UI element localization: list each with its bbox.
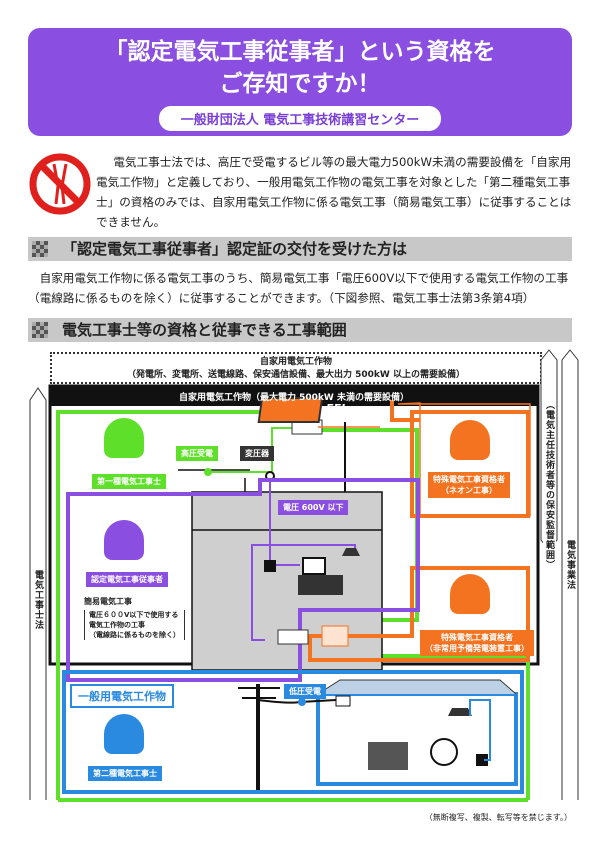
low-voltage-label: 低圧受電 [284,684,326,699]
worker-certified-icon [104,520,144,560]
worker-neon-icon [450,420,490,460]
section1-text: 自家用電気工作物に係る電気工事のうち、簡易電気工事「電圧600V以下で使用する電… [28,271,569,305]
eei-sign: EEI [326,402,346,415]
prohibited-tool-icon [29,153,91,215]
section-heading-2: 電気工事士等の資格と従事できる工事範囲 [28,318,572,342]
inner-title: 自家用電気工作物（最大電力 500kW 未満の需要設備） [179,393,409,403]
worker-generator-icon [450,574,490,614]
worker-first-class-icon [104,418,144,458]
neon-2: （ネオン工事） [441,486,497,495]
simple-work-title: 簡易電気工事 [84,597,132,606]
law-right-label: 電気事業法 [564,540,577,590]
high-voltage-label: 高圧受電 [176,446,218,461]
section-heading-1: 「認定電気工事従事者」認定証の交付を受けた方は [28,237,572,261]
title-line-1: 「認定電気工事従事者」という資格を [104,39,496,65]
certified-label: 認定電気工事従事者 [86,572,168,587]
transformer-label: 変圧器 [240,446,274,461]
special-neon-label: 特殊電気工事資格者 （ネオン工事） [428,472,510,498]
title-line-2: ご存知ですか！ [219,71,381,97]
second-class-label: 第二種電気工事士 [88,766,162,781]
outer-subtitle: （発電所、変電所、送電線路、保安通信設備、最大出力 500kW 以上の需要設備） [127,370,465,380]
gen-2: （非常用予備発電装置工事） [425,644,529,653]
section-heading-2-text: 電気工事士等の資格と従事できる工事範囲 [62,321,347,339]
first-class-label: 第一種電気工事士 [92,474,166,489]
outer-title: 自家用電気工作物 [259,357,332,367]
footer-note: （無断複写、複製、転写等を禁じます。） [424,813,572,822]
section-heading-1-text: 「認定電気工事従事者」認定証の交付を受けた方は [62,240,408,258]
simple-desc-1: 電圧６００V以下で使用する [89,611,179,619]
low-600v-label: 電圧 600V 以下 [278,500,349,515]
header-banner: 「認定電気工事従事者」という資格を ご存知ですか！ 一般財団法人 電気工事技術講… [28,28,572,136]
simple-desc-2: 電気工作物の工事 [89,621,145,629]
simple-work-desc: 電圧６００V以下で使用する 電気工作物の工事 （電線路に係るものを除く） [84,610,185,640]
worker-second-class-icon [104,714,144,754]
special-generator-label: 特殊電気工事資格者 （非常用予備発電装置工事） [420,630,534,656]
law-left-arrow [29,387,47,800]
neon-1: 特殊電気工事資格者 [433,475,505,484]
intro-text: 電気工事士法では、高圧で受電するビル等の最大電力500kW未満の需要設備を「自家… [96,155,572,229]
simple-desc-3: （電線路に係るものを除く） [89,631,180,639]
gen-1: 特殊電気工事資格者 [441,633,513,642]
checker-icon [32,322,48,338]
supervision-label: （電気主任技術者等の保安監督範囲） [543,400,556,570]
general-installation-title: 一般用電気工作物 [70,684,174,708]
checker-icon [32,241,48,257]
organization-badge: 一般財団法人 電気工事技術講習センター [158,106,442,131]
law-left-label: 電気工事士法 [33,570,43,630]
